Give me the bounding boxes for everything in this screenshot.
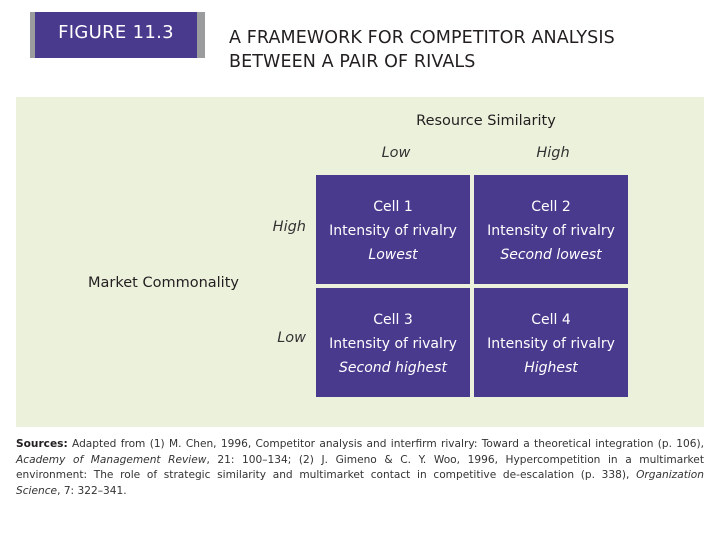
matrix-cell-2: Cell 2 Intensity of rivalry Second lowes… <box>474 175 628 284</box>
cell-title: Cell 1 <box>373 199 413 215</box>
figure-title-line2: BETWEEN A PAIR OF RIVALS <box>229 52 476 72</box>
matrix-cell-1: Cell 1 Intensity of rivalry Lowest <box>316 175 470 284</box>
resource-similarity-label: Resource Similarity <box>416 113 556 129</box>
column-low-label: Low <box>381 145 411 161</box>
cell-level: Lowest <box>368 247 418 263</box>
figure-title: A FRAMEWORK FOR COMPETITOR ANALYSIS BETW… <box>229 26 699 74</box>
row-low-label: Low <box>277 330 306 346</box>
cell-line: Intensity of rivalry <box>487 223 615 239</box>
framework-panel: Resource Similarity Low High High Low Ma… <box>16 97 704 427</box>
cell-title: Cell 2 <box>531 199 571 215</box>
matrix-cell-3: Cell 3 Intensity of rivalry Second highe… <box>316 288 470 397</box>
market-commonality-label: Market Commonality <box>88 275 239 291</box>
sources-lead: Sources: <box>16 438 68 450</box>
figure-label-text: FIGURE 11.3 <box>58 22 174 43</box>
sources-note: Sources: Adapted from (1) M. Chen, 1996,… <box>16 437 704 499</box>
sources-journal-1: Academy of Management Review <box>16 453 207 466</box>
column-high-label: High <box>536 145 570 161</box>
row-high-label: High <box>272 219 306 235</box>
cell-level: Highest <box>524 360 578 376</box>
matrix-cell-4: Cell 4 Intensity of rivalry Highest <box>474 288 628 397</box>
figure-title-line1: A FRAMEWORK FOR COMPETITOR ANALYSIS <box>229 28 615 48</box>
sources-text-1: Adapted from (1) M. Chen, 1996, Competit… <box>67 438 704 450</box>
cell-line: Intensity of rivalry <box>329 336 457 352</box>
sources-journal-2: Organization Science <box>16 469 704 497</box>
cell-title: Cell 3 <box>373 312 413 328</box>
sources-text-2: , 21: 100–134; (2) J. Gimeno & C. Y. Woo… <box>16 453 704 482</box>
cell-level: Second highest <box>339 360 447 376</box>
cell-line: Intensity of rivalry <box>329 223 457 239</box>
figure-label: FIGURE 11.3 <box>30 12 202 58</box>
sources-volume-2: , 7: 322–341. <box>57 484 127 497</box>
cell-title: Cell 4 <box>531 312 571 328</box>
figure-separator <box>200 12 205 58</box>
cell-level: Second lowest <box>500 247 602 263</box>
cell-line: Intensity of rivalry <box>487 336 615 352</box>
